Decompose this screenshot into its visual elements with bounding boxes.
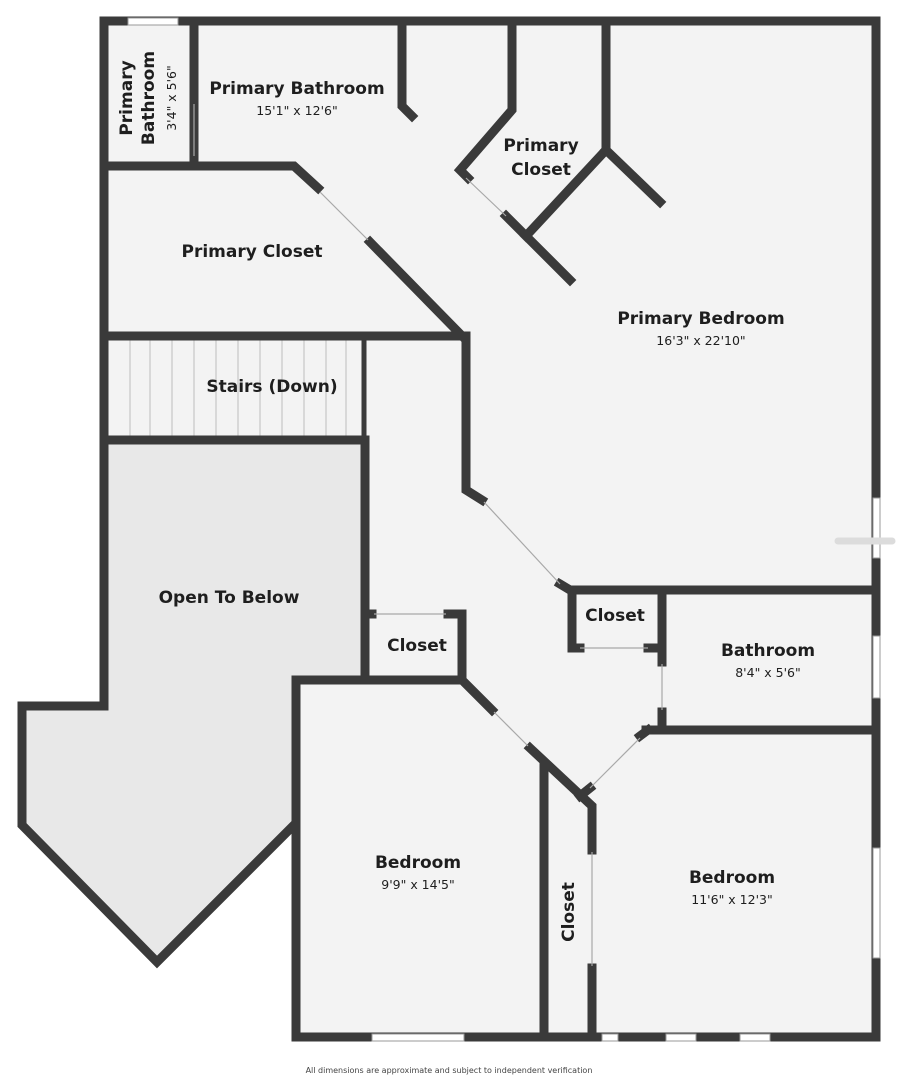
window <box>872 847 881 959</box>
room-name: Closet <box>387 636 447 656</box>
window <box>872 497 881 559</box>
room-name: Bathroom <box>139 51 159 145</box>
room-name: Stairs (Down) <box>206 377 337 397</box>
door-primary-closet <box>319 191 369 241</box>
room-dimensions: 15'1" x 12'6" <box>256 103 337 118</box>
window <box>739 1033 771 1042</box>
room-name: Primary Bedroom <box>617 309 784 329</box>
room-name: Primary <box>117 60 137 135</box>
room-name: Bedroom <box>689 868 775 888</box>
room-name: Primary Bathroom <box>209 79 384 99</box>
room-name: Open To Below <box>159 588 300 608</box>
windows <box>127 17 881 1042</box>
door-primary-closet-small <box>465 177 507 217</box>
window <box>371 1033 465 1042</box>
disclaimer-text: All dimensions are approximate and subje… <box>306 1066 593 1075</box>
room-name: Closet <box>585 606 645 626</box>
room-dimensions: 8'4" x 5'6" <box>735 665 801 680</box>
room-name: Bedroom <box>375 853 461 873</box>
room-name: Closet <box>559 882 579 942</box>
room-name: Primary Closet <box>182 242 323 262</box>
window <box>665 1033 697 1042</box>
window <box>872 635 881 699</box>
room-name: Bathroom <box>721 641 815 661</box>
watermark <box>834 537 896 545</box>
stairs-treads <box>129 337 367 441</box>
room-name: Primary <box>503 136 578 156</box>
room-dimensions: 9'9" x 14'5" <box>381 877 454 892</box>
room-dimensions: 11'6" x 12'3" <box>691 892 772 907</box>
door-bedroom-right <box>589 737 641 789</box>
door-primary-bedroom <box>483 501 561 585</box>
room-dimensions: 16'3" x 22'10" <box>656 333 745 348</box>
walls <box>17 16 881 1042</box>
window <box>601 1033 619 1042</box>
room-labels: Primary Bathroom 3'4" x 5'6" Primary Bat… <box>117 51 815 942</box>
window <box>127 17 179 26</box>
room-name: Closet <box>511 160 571 180</box>
door-openings <box>193 104 663 966</box>
room-dimensions: 3'4" x 5'6" <box>164 65 179 131</box>
door-bedroom-left <box>493 711 529 747</box>
